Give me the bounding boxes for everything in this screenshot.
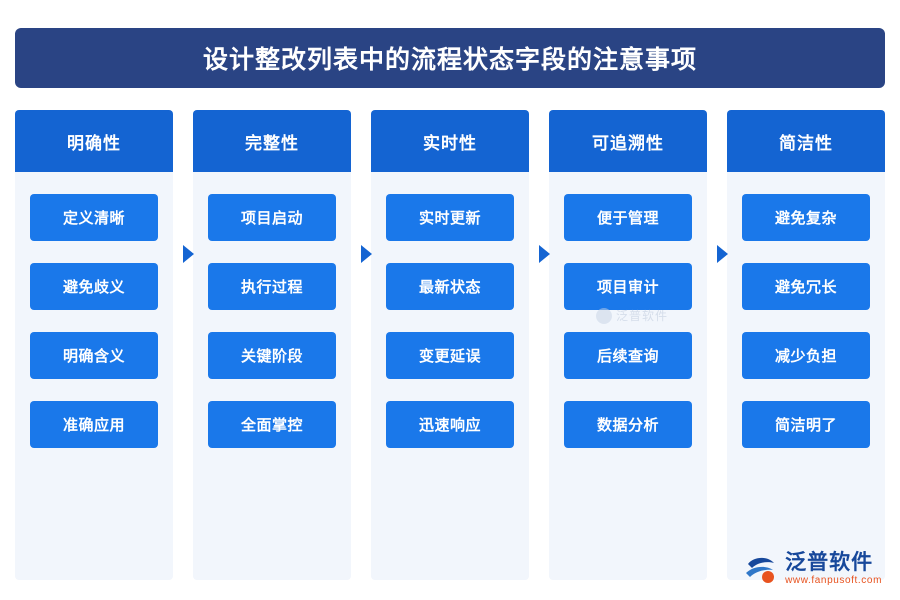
column-3-header-label: 实时性	[423, 133, 477, 153]
column-4: 可追溯性 便于管理 项目审计 后续查询 数据分析	[549, 110, 707, 580]
arrow-right-icon	[361, 245, 372, 263]
item-label: 全面掌控	[240, 417, 303, 434]
item-label: 简洁明了	[774, 417, 837, 434]
item-label: 关键阶段	[240, 348, 303, 365]
item-label: 避免歧义	[62, 279, 125, 296]
column-3-header: 实时性	[371, 110, 529, 172]
column-5-header: 简洁性	[727, 110, 885, 172]
brand-url: www.fanpusoft.com	[785, 575, 882, 586]
item-label: 避免冗长	[774, 279, 837, 296]
list-item[interactable]: 执行过程	[208, 263, 336, 310]
column-5: 简洁性 避免复杂 避免冗长 减少负担 简洁明了	[727, 110, 885, 580]
item-label: 便于管理	[596, 210, 659, 227]
brand-name-cn: 泛普软件	[785, 551, 874, 574]
column-4-header-label: 可追溯性	[592, 133, 664, 153]
column-4-header: 可追溯性	[549, 110, 707, 172]
brand-logo: 泛普软件 www.fanpusoft.com	[744, 552, 882, 586]
item-label: 后续查询	[596, 348, 659, 365]
title-banner: 设计整改列表中的流程状态字段的注意事项	[15, 28, 885, 88]
list-item[interactable]: 便于管理	[564, 194, 692, 241]
list-item[interactable]: 避免歧义	[30, 263, 158, 310]
item-label: 数据分析	[596, 417, 659, 434]
column-1-header: 明确性	[15, 110, 173, 172]
list-item[interactable]: 项目启动	[208, 194, 336, 241]
list-item[interactable]: 避免冗长	[742, 263, 870, 310]
item-label: 明确含义	[62, 348, 125, 365]
brand-logo-icon	[744, 552, 778, 586]
list-item[interactable]: 实时更新	[386, 194, 514, 241]
column-3: 实时性 实时更新 最新状态 变更延误 迅速响应	[371, 110, 529, 580]
list-item[interactable]: 明确含义	[30, 332, 158, 379]
column-3-items: 实时更新 最新状态 变更延误 迅速响应	[371, 172, 529, 580]
list-item[interactable]: 关键阶段	[208, 332, 336, 379]
list-item[interactable]: 定义清晰	[30, 194, 158, 241]
columns-container: 明确性 定义清晰 避免歧义 明确含义 准确应用 完整性 项目启动 执行过程 关键…	[15, 110, 885, 580]
list-item[interactable]: 简洁明了	[742, 401, 870, 448]
column-2-header-label: 完整性	[245, 133, 299, 153]
page-title: 设计整改列表中的流程状态字段的注意事项	[202, 46, 697, 74]
item-label: 项目审计	[596, 279, 659, 296]
column-5-items: 避免复杂 避免冗长 减少负担 简洁明了	[727, 172, 885, 580]
brand-logo-text: 泛普软件 www.fanpusoft.com	[785, 552, 882, 586]
list-item[interactable]: 全面掌控	[208, 401, 336, 448]
item-label: 变更延误	[418, 348, 481, 365]
arrow-right-icon	[717, 245, 728, 263]
item-label: 避免复杂	[774, 210, 837, 227]
arrow-right-icon	[183, 245, 194, 263]
item-label: 准确应用	[62, 417, 125, 434]
column-1-items: 定义清晰 避免歧义 明确含义 准确应用	[15, 172, 173, 580]
list-item[interactable]: 避免复杂	[742, 194, 870, 241]
list-item[interactable]: 最新状态	[386, 263, 514, 310]
list-item[interactable]: 变更延误	[386, 332, 514, 379]
item-label: 迅速响应	[418, 417, 481, 434]
column-2: 完整性 项目启动 执行过程 关键阶段 全面掌控	[193, 110, 351, 580]
column-5-header-label: 简洁性	[779, 133, 833, 153]
list-item[interactable]: 减少负担	[742, 332, 870, 379]
column-2-items: 项目启动 执行过程 关键阶段 全面掌控	[193, 172, 351, 580]
list-item[interactable]: 迅速响应	[386, 401, 514, 448]
list-item[interactable]: 项目审计	[564, 263, 692, 310]
item-label: 最新状态	[418, 279, 481, 296]
column-2-header: 完整性	[193, 110, 351, 172]
list-item[interactable]: 后续查询	[564, 332, 692, 379]
column-1-header-label: 明确性	[67, 133, 121, 153]
item-label: 定义清晰	[62, 210, 125, 227]
item-label: 减少负担	[774, 348, 837, 365]
list-item[interactable]: 准确应用	[30, 401, 158, 448]
arrow-right-icon	[539, 245, 550, 263]
column-4-items: 便于管理 项目审计 后续查询 数据分析	[549, 172, 707, 580]
list-item[interactable]: 数据分析	[564, 401, 692, 448]
item-label: 实时更新	[418, 210, 481, 227]
item-label: 执行过程	[240, 279, 303, 296]
item-label: 项目启动	[240, 210, 303, 227]
column-1: 明确性 定义清晰 避免歧义 明确含义 准确应用	[15, 110, 173, 580]
